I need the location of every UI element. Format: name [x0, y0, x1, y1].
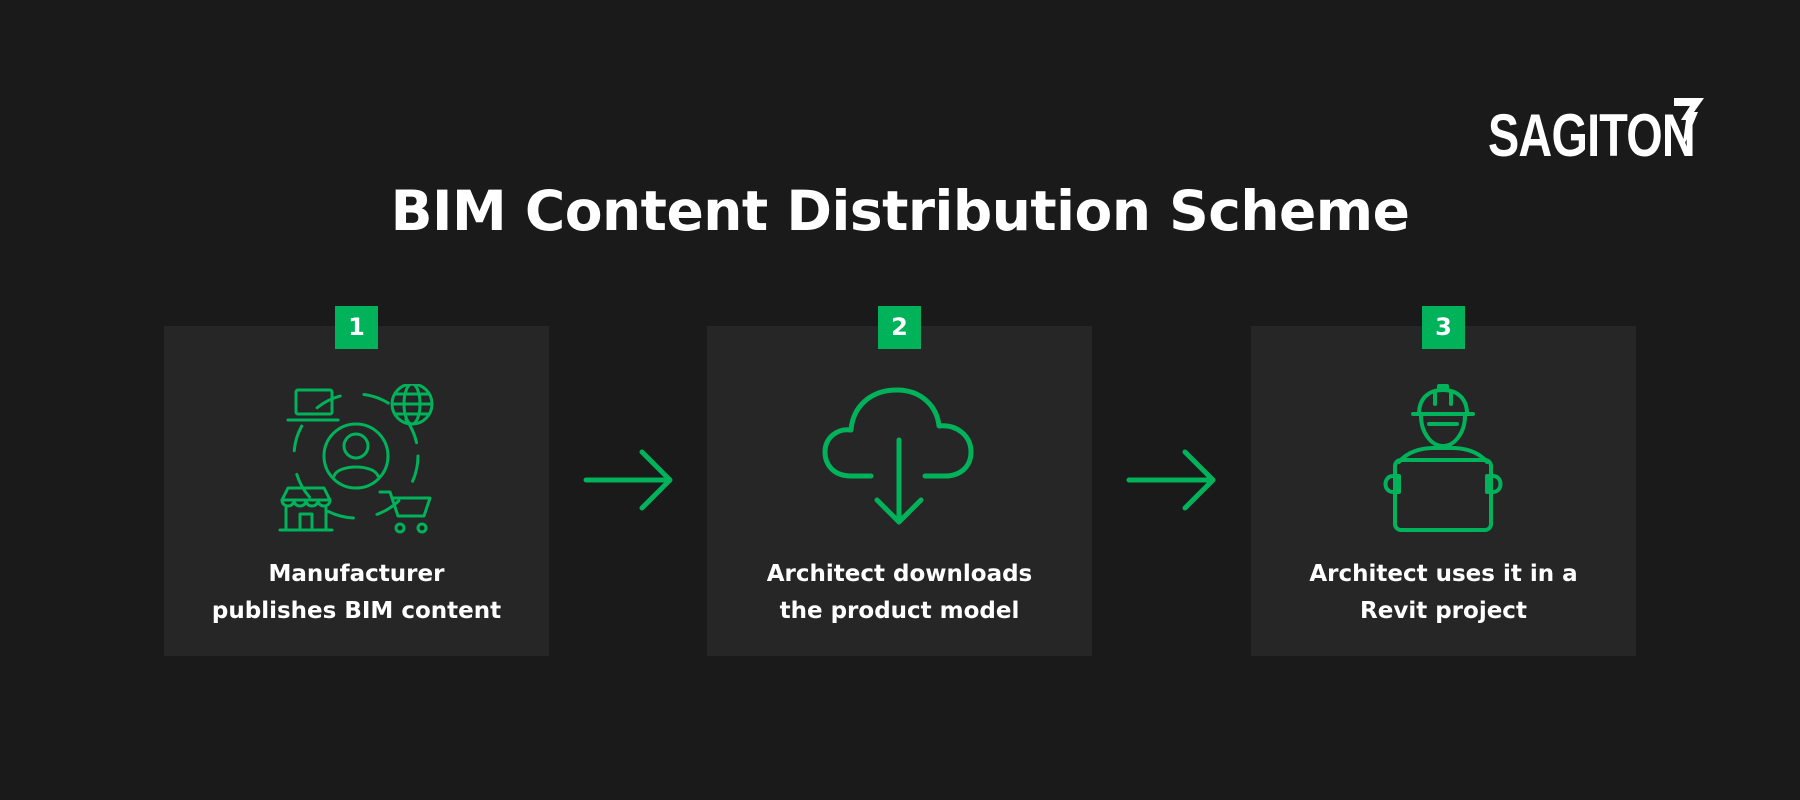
step-number-badge: 2 — [878, 306, 921, 349]
logo-text: SAGITON — [1488, 102, 1696, 169]
page-title: BIM Content Distribution Scheme — [390, 179, 1410, 243]
step-number-badge: 1 — [335, 306, 378, 349]
architect-blueprint-icon — [1363, 384, 1523, 534]
cloud-download-icon — [819, 384, 979, 534]
step-card-3: 3 Architect uses it in a Revit projec — [1251, 306, 1636, 656]
step-card-2: 2 Architect downloads the product model — [707, 306, 1092, 656]
step-number-badge: 3 — [1422, 306, 1465, 349]
arrow-right-icon — [582, 445, 678, 515]
brand-logo: SAGITON — [1488, 88, 1753, 168]
step-label: Architect uses it in a Revit project — [1309, 561, 1578, 624]
step-label: Architect downloads the product model — [766, 561, 1033, 624]
step-card-1: 1 — [164, 306, 549, 656]
step-label: Manufacturer publishes BIM content — [211, 561, 502, 624]
arrow-right-icon — [1125, 445, 1221, 515]
stylized-seven-arrow-icon — [1674, 98, 1704, 150]
manufacturer-network-icon — [276, 384, 436, 534]
